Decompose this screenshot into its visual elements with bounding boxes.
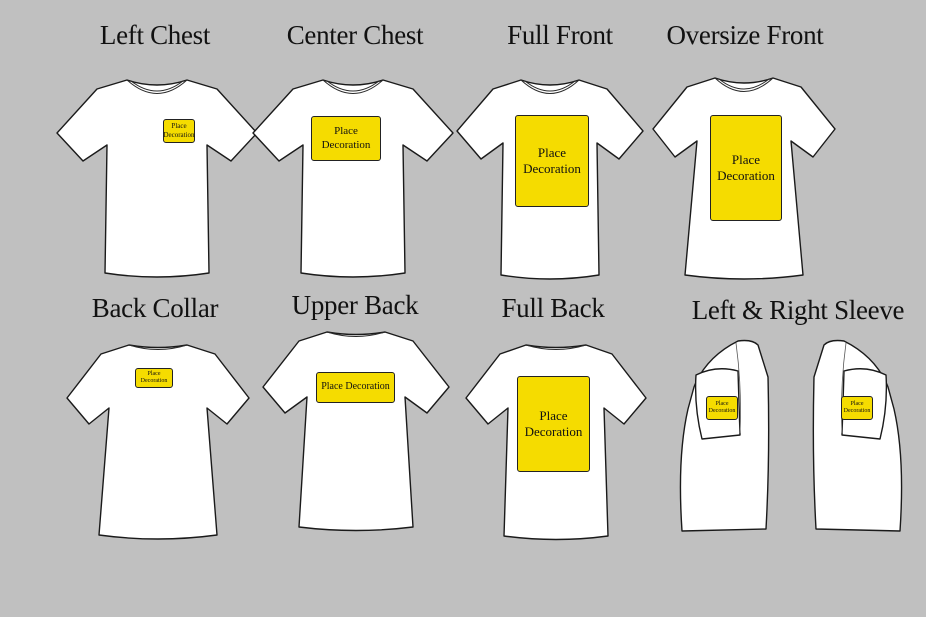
title-sleeves: Left & Right Sleeve bbox=[691, 295, 905, 325]
tshirt-front-outline bbox=[56, 79, 258, 278]
decoration-line: Place bbox=[171, 122, 187, 131]
tshirt-front-outline bbox=[252, 79, 454, 278]
title-left-chest: Left Chest bbox=[99, 20, 211, 50]
decoration-line: Place bbox=[147, 370, 161, 377]
decoration-line: Decoration bbox=[140, 378, 168, 384]
decoration-line: Place bbox=[715, 400, 729, 407]
title-center-chest: Center Chest bbox=[286, 20, 424, 50]
title-full-back: Full Back bbox=[501, 293, 605, 323]
decoration-line: Place bbox=[539, 407, 568, 423]
decoration-line: Place bbox=[334, 124, 358, 137]
decoration-upper-back: Place Decoration bbox=[316, 372, 395, 403]
decoration-line: Decoration bbox=[708, 408, 736, 414]
title-full-front: Full Front bbox=[507, 20, 613, 50]
tshirt-upper-back: Place Decoration bbox=[262, 327, 450, 532]
decoration-line: Decoration bbox=[843, 408, 871, 414]
decoration-line: Decoration bbox=[717, 168, 775, 183]
decoration-line: Decoration bbox=[163, 131, 195, 139]
tshirt-side-outline bbox=[812, 339, 903, 532]
title-oversize-front: Oversize Front bbox=[666, 20, 824, 50]
title-upper-back: Upper Back bbox=[291, 290, 419, 320]
decoration-line: Place bbox=[731, 151, 761, 167]
tshirt-back-outline bbox=[66, 344, 250, 540]
decoration-line: Place bbox=[850, 400, 864, 407]
decoration-line: Decoration bbox=[523, 161, 581, 176]
tshirt-side-outline bbox=[679, 339, 770, 532]
decoration-line: Decoration bbox=[524, 424, 583, 439]
decoration-line: Place Decoration bbox=[321, 381, 390, 393]
decoration-line: Decoration bbox=[321, 138, 371, 151]
title-back-collar: Back Collar bbox=[91, 293, 219, 323]
decoration-line: Place bbox=[537, 144, 567, 160]
tshirt-back-outline bbox=[262, 331, 450, 532]
